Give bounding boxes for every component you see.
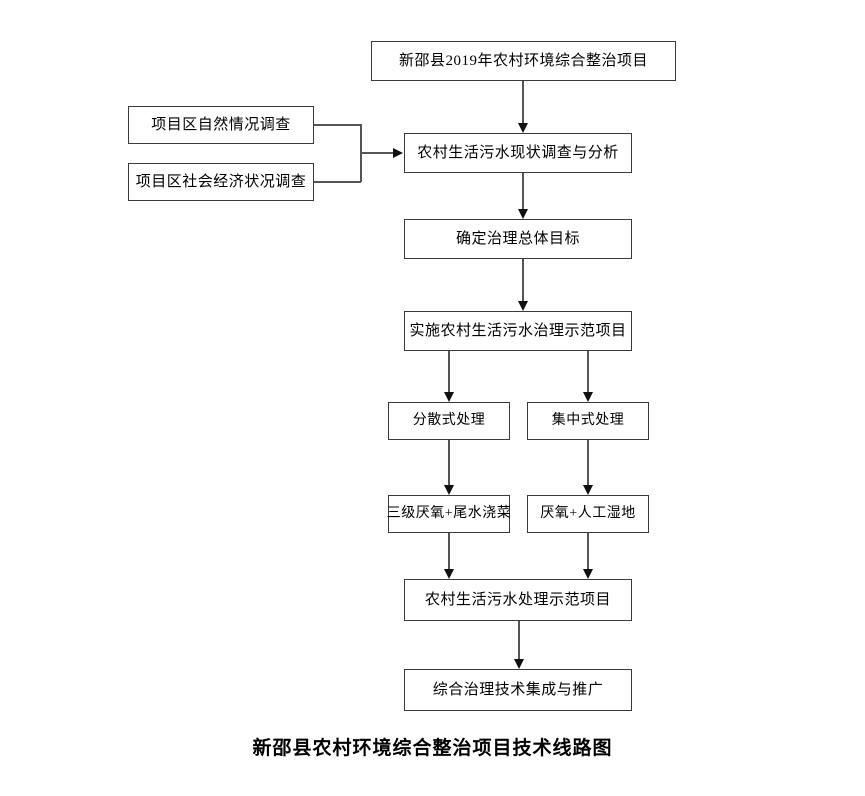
node-decentralized-tech: 三级厌氧+尾水浇菜 [387, 495, 511, 533]
node-label: 项目区自然情况调查 [151, 116, 291, 133]
node-label: 新邵县2019年农村环境综合整治项目 [398, 52, 648, 69]
node-label: 项目区社会经济状况调查 [135, 173, 307, 190]
node-label: 厌氧+人工湿地 [540, 506, 636, 522]
connector-centech-to-treatment [587, 533, 589, 569]
arrow-survey-to-goal [518, 209, 528, 219]
arrow-title-to-survey [518, 123, 528, 133]
arrow-left-to-survey [393, 148, 403, 158]
connector-natural-stub [314, 124, 361, 126]
connector-demo-to-centralized [587, 351, 589, 392]
connector-centralized-to-tech [587, 440, 589, 485]
connector-demo-to-decentralized [448, 351, 450, 392]
node-label: 确定治理总体目标 [455, 230, 580, 247]
node-title-project: 新邵县2019年农村环境综合整治项目 [371, 41, 676, 81]
connector-title-to-survey [522, 81, 524, 123]
arrow-centralized-to-tech [583, 485, 593, 495]
node-centralized-tech: 厌氧+人工湿地 [527, 495, 649, 533]
arrow-demo-to-centralized [583, 392, 593, 402]
arrow-goal-to-demo [518, 301, 528, 311]
node-integration-promotion: 综合治理技术集成与推广 [404, 669, 632, 711]
node-label: 综合治理技术集成与推广 [432, 681, 604, 698]
node-survey-natural: 项目区自然情况调查 [128, 106, 314, 144]
connector-treatment-to-integration [518, 621, 520, 659]
arrow-dectech-to-treatment [444, 569, 454, 579]
node-label: 三级厌氧+尾水浇菜 [386, 506, 512, 522]
diagram-caption: 新邵县农村环境综合整治项目技术线路图 [252, 738, 613, 759]
arrow-treatment-to-integration [514, 659, 524, 669]
node-survey-socioeconomic: 项目区社会经济状况调查 [128, 163, 314, 201]
connector-dectech-to-treatment [448, 533, 450, 569]
arrow-decentralized-to-tech [444, 485, 454, 495]
node-decentralized: 分散式处理 [388, 402, 510, 440]
node-wastewater-survey: 农村生活污水现状调查与分析 [404, 133, 632, 173]
node-treatment-demo: 农村生活污水处理示范项目 [404, 579, 632, 621]
node-label: 实施农村生活污水治理示范项目 [409, 322, 627, 339]
arrow-demo-to-decentralized [444, 392, 454, 402]
connector-left-to-survey [360, 152, 394, 154]
node-centralized: 集中式处理 [527, 402, 649, 440]
connector-survey-to-goal [522, 173, 524, 209]
node-label: 农村生活污水处理示范项目 [424, 591, 611, 608]
node-label: 分散式处理 [412, 413, 486, 429]
node-demo-project: 实施农村生活污水治理示范项目 [404, 311, 632, 351]
arrow-centech-to-treatment [583, 569, 593, 579]
connector-goal-to-demo [522, 259, 524, 301]
node-label: 集中式处理 [551, 413, 625, 429]
node-overall-goal: 确定治理总体目标 [404, 219, 632, 259]
connector-decentralized-to-tech [448, 440, 450, 485]
connector-socioeconomic-stub [314, 181, 361, 183]
node-label: 农村生活污水现状调查与分析 [417, 144, 619, 161]
